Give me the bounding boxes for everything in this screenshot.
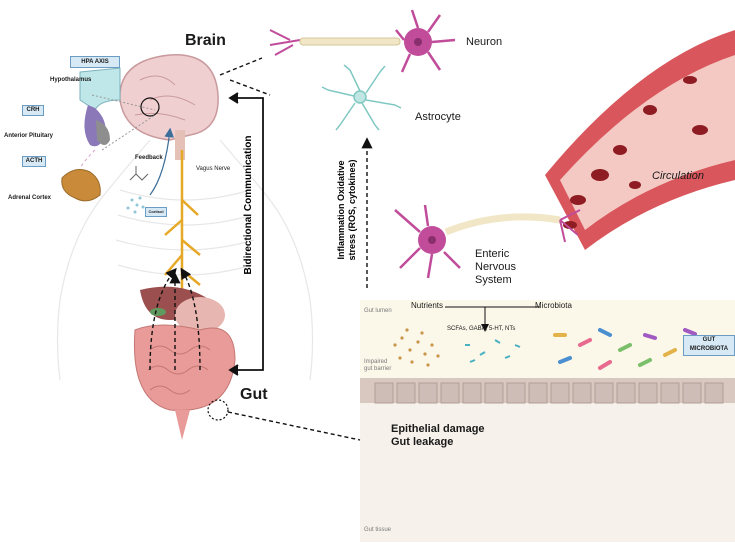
adrenal-cortex-label: Adrenal Cortex — [8, 195, 52, 201]
astrocyte-label: Astrocyte — [415, 111, 461, 123]
acth-box: ACTH — [22, 156, 46, 167]
bidirectional-label: Bidirectional Communication — [243, 135, 254, 275]
gut-tissue-label: Gut tissue — [364, 527, 392, 533]
inflammation-label: Inflammation Oxidative stress (ROS, cyto… — [336, 140, 358, 280]
neuron-label: Neuron — [466, 36, 503, 48]
vagus-nerve — [164, 150, 201, 290]
impaired-line2: gut barrier — [364, 366, 392, 372]
gut-microbiota-line2: MICROBIOTA — [689, 346, 729, 352]
nutrients-label: Nutrients — [411, 301, 444, 310]
gut-lumen-label: Gut lumen — [364, 308, 392, 314]
neuron-icon — [269, 9, 456, 73]
vagus-nerve-label: Vagus Nerve — [196, 166, 231, 172]
microbiota-label: Microbiota — [535, 301, 572, 310]
inflammation-line2: stress (ROS, cytokines) — [347, 159, 357, 261]
epithelial-damage-label: Epithelial damage — [391, 423, 485, 435]
gut-signal-arrows — [149, 267, 201, 371]
brain-label: Brain — [185, 32, 226, 49]
cortisol-box: Cortisol — [145, 207, 167, 217]
enteric-line1: Enteric — [475, 248, 510, 260]
circulation-label: Circulation — [652, 170, 704, 182]
crh-box: CRH — [22, 105, 44, 116]
enteric-line3: System — [475, 274, 512, 286]
gut-barrier-panel — [360, 300, 735, 542]
feedback-label: Feedback — [135, 155, 163, 161]
hypothalamus-label: Hypothalamus — [50, 77, 92, 83]
anterior-pituitary-label: Anterior Pituitary — [4, 133, 54, 139]
intestine-icon — [133, 286, 236, 440]
bidirectional-arrow — [228, 92, 264, 376]
enteric-nervous-system-label: Enteric Nervous System — [475, 248, 516, 287]
inflammation-line1: Inflammation Oxidative — [336, 160, 346, 260]
impaired-line1: Impaired — [364, 359, 388, 365]
astrocyte-icon — [321, 64, 402, 131]
enteric-line2: Nervous — [475, 261, 516, 273]
gut-microbiota-box: GUT MICROBIOTA — [683, 335, 735, 356]
gut-microbiota-line1: GUT — [702, 337, 716, 343]
hpa-axis-box: HPA AXIS — [70, 56, 120, 68]
gut-label: Gut — [240, 386, 268, 403]
enteric-neuron-icon — [394, 204, 581, 279]
metabolites-label: SCFAs, GABA, 5-HT, NTs — [447, 326, 516, 332]
impaired-gut-barrier-label: Impaired gut barrier — [364, 359, 391, 373]
brain-icon — [119, 54, 219, 160]
gut-leakage-label: Gut leakage — [391, 436, 454, 448]
hpa-axis — [61, 67, 174, 214]
blood-vessel — [545, 30, 735, 250]
